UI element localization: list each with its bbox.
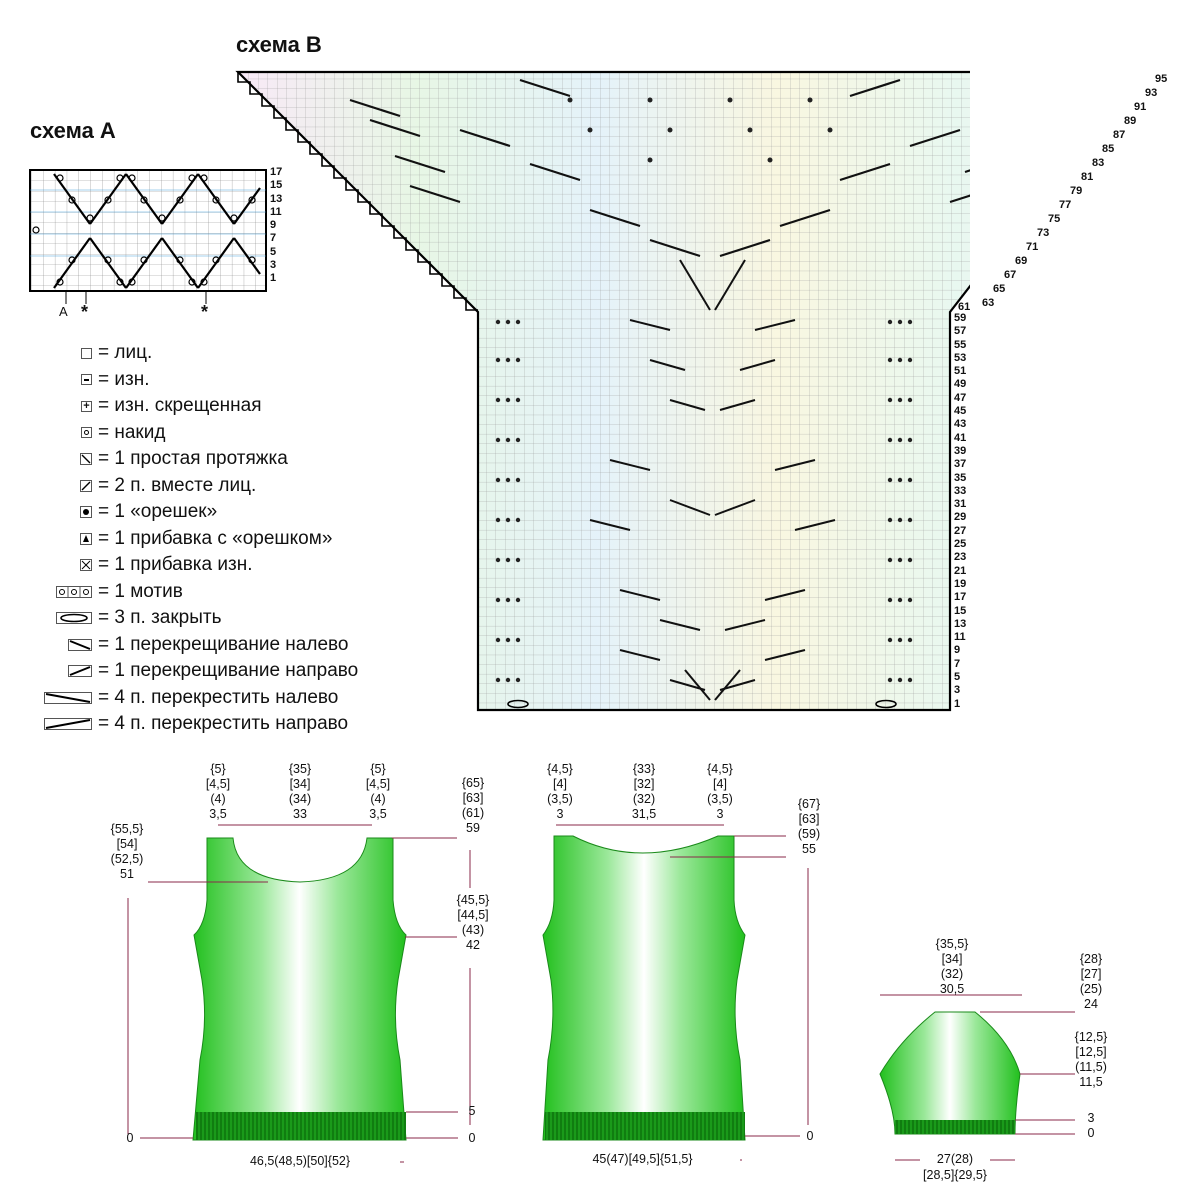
back-width: 45(47)[49,5]{51,5} [545,1152,740,1167]
sleeve-top-width-dims: {35,5}[34](32)30,5 [935,937,969,996]
sleeve-ribbing [895,1120,1015,1134]
legend-item: = изн. [40,367,460,394]
purl-crossed-icon: + [81,400,92,412]
legend-item: + = изн. скрещенная [40,393,460,420]
front-neck-width-dims: {35}[34](34)33 [288,762,312,821]
legend-item: = 4 п. перекрестить налево [40,685,460,712]
increase-purl-icon [80,559,92,572]
legend-item: = 1 «орешек» [40,499,460,526]
front-strap-left-dims: {5}[4,5](4)3,5 [205,762,231,821]
front-total-height-dims: {65}[63](61)59 [461,776,485,835]
cross-right-icon [68,665,92,678]
sleeve-width-2: [28,5]{29,5} [923,1168,987,1182]
front-ribbing [196,1112,406,1140]
simple-slip-icon [80,453,92,466]
scheme-a-label-star-1: * [81,302,89,322]
scheme-a-title: схема А [30,118,116,143]
back-strap-left-dims: {4,5}[4](3,5)3 [547,762,573,821]
increase-bobble-icon [80,532,92,545]
sleeve-cap-dims: {12,5}[12,5](11,5)11,5 [1074,1030,1108,1089]
cable-left-icon [44,691,92,704]
legend-item: = 1 мотив [40,579,460,606]
legend-item: = 1 перекрещивание направо [40,658,460,685]
yarn-over-icon [81,427,92,439]
knit-stitch-icon [81,347,92,359]
legend-item: = лиц. [40,340,460,367]
front-armhole-dims: {45,5}[44,5](43)42 [456,893,490,952]
back-ribbing [545,1112,745,1140]
legend-item: = 1 простая протяжка [40,446,460,473]
front-strap-right-dims: {5}[4,5](4)3,5 [365,762,391,821]
cable-right-icon [44,718,92,731]
scheme-b-chart [235,70,970,712]
back-neck-width-dims: {33}[32](32)31,5 [631,762,657,821]
back-total-height-dims: {67}[63](59)55 [797,797,821,856]
front-width: 46,5(48,5)[50]{52} [200,1154,400,1169]
sleeve-width-1: 27(28) [920,1152,990,1167]
legend: = лиц. = изн. + = изн. скрещенная = наки… [40,340,460,738]
legend-item: = 1 прибавка с «орешком» [40,526,460,553]
scheme-a-label-star-2: * [201,302,209,322]
back-zero: 0 [806,1129,814,1143]
sleeve-piece [879,1011,1021,1135]
back-strap-right-dims: {4,5}[4](3,5)3 [707,762,733,821]
sleeve-rib-height: 3 [1087,1111,1095,1125]
front-zero-left: 0 [126,1131,134,1145]
front-zero-right: 0 [468,1131,476,1145]
scheme-b-title: схема В [236,32,322,57]
legend-item: = 1 перекрещивание налево [40,632,460,659]
legend-item: = 4 п. перекрестить направо [40,711,460,738]
scheme-a-label-a: A [59,304,68,319]
sleeve-height-dims: {28}[27](25)24 [1079,952,1103,1011]
motif-icon [56,585,92,598]
bind-off-icon [56,612,92,625]
front-neck-depth-dims: {55,5}[54](52,5)51 [110,822,144,881]
knit-two-together-icon [80,479,92,492]
scheme-a-chart [29,169,267,304]
legend-item: = 2 п. вместе лиц. [40,473,460,500]
sleeve-zero: 0 [1087,1126,1095,1140]
purl-stitch-icon [81,374,92,386]
legend-item: = 1 прибавка изн. [40,552,460,579]
legend-item: = накид [40,420,460,447]
legend-item: = 3 п. закрыть [40,605,460,632]
back-piece [542,835,746,1141]
bobble-icon [80,506,92,519]
cross-left-icon [68,638,92,651]
front-rib-height: 5 [468,1104,476,1118]
front-piece [192,837,407,1141]
